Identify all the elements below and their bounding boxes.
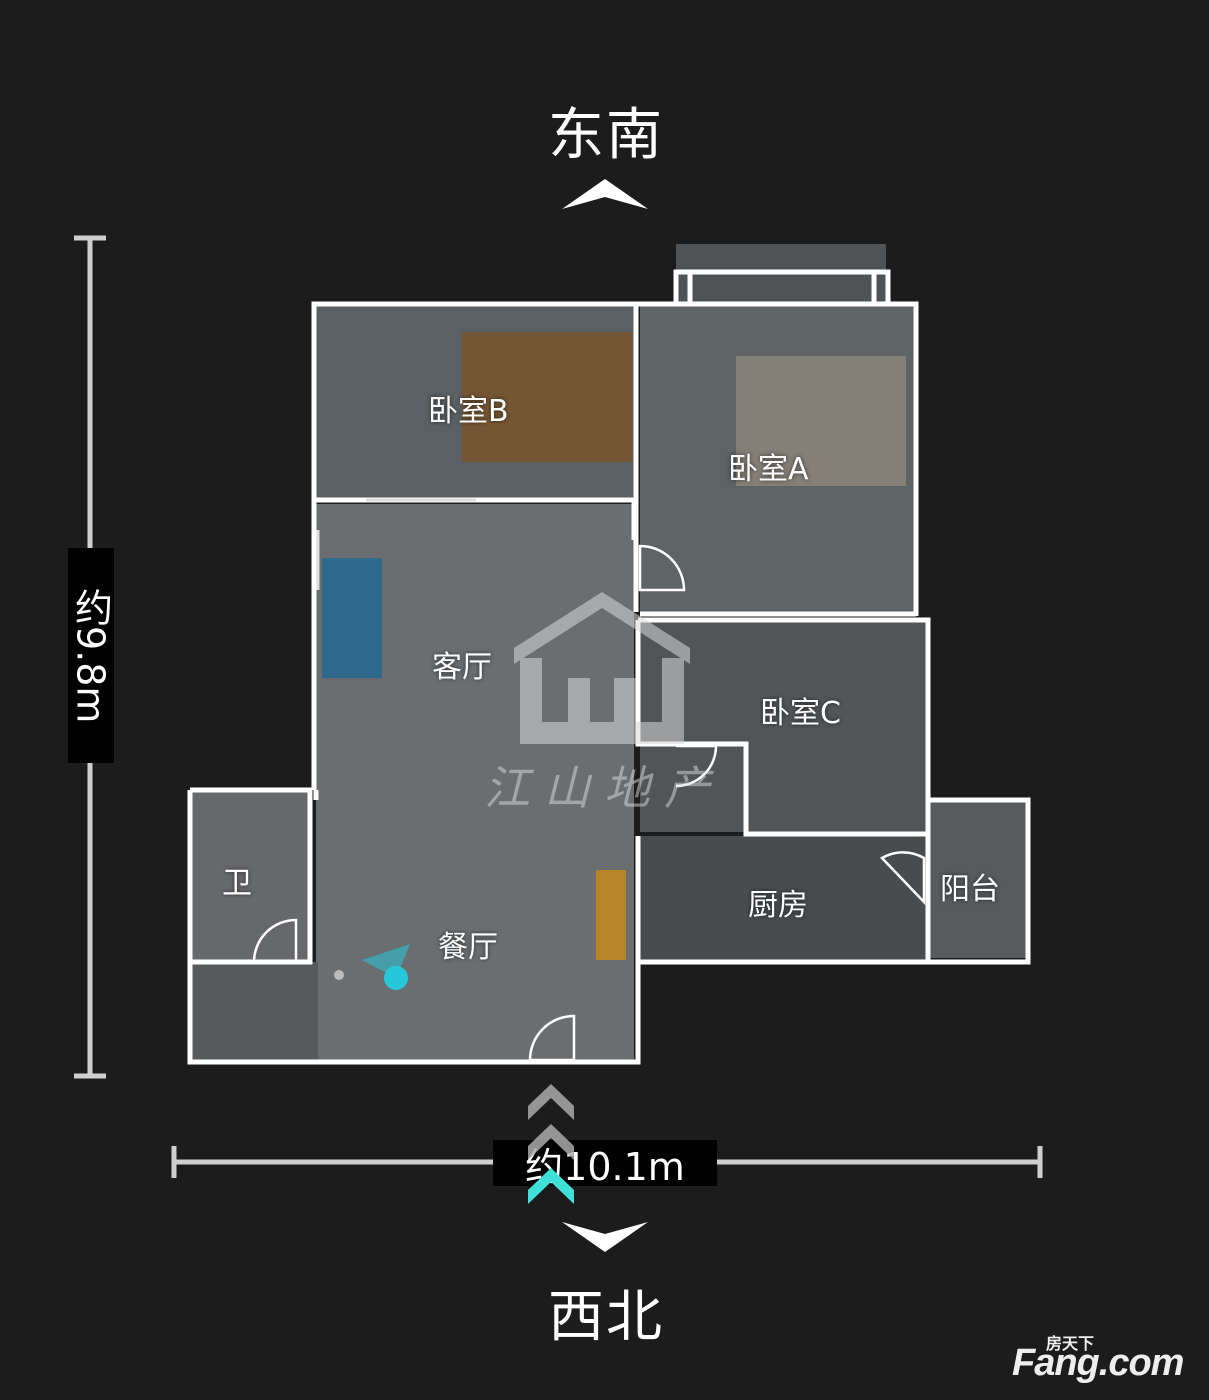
compass-top-label: 东南 [548, 103, 664, 168]
door-swings [252, 544, 926, 1062]
compass-bottom-label: 西北 [548, 1285, 664, 1350]
company-logo-icon [514, 592, 690, 744]
height-dimension-label: 约9.8m [68, 548, 114, 763]
room-label-bathroom: 卫 [222, 866, 252, 901]
small-dot-icon [334, 970, 344, 980]
room-label-living-room: 客厅 [432, 650, 492, 685]
chevron-up-icon[interactable] [560, 175, 650, 211]
room-label-bedroom-b: 卧室B [428, 394, 509, 429]
room-label-dining-room: 餐厅 [438, 930, 498, 965]
room-label-balcony: 阳台 [940, 872, 1000, 907]
brand-logo-top: 房天下 [1046, 1336, 1095, 1353]
triple-chevron-up-icon[interactable] [526, 1080, 576, 1208]
brand-logo-main: Fang.com [1012, 1342, 1184, 1384]
windows [316, 498, 476, 590]
room-label-kitchen: 厨房 [748, 888, 808, 923]
room-label-bedroom-c: 卧室C [760, 696, 841, 731]
watermark-text: 江山地产 [484, 761, 724, 815]
chevron-down-icon[interactable] [560, 1220, 650, 1256]
room-label-bedroom-a: 卧室A [728, 452, 809, 487]
floor-areas [192, 244, 1028, 1062]
location-marker-icon[interactable] [354, 940, 424, 1000]
